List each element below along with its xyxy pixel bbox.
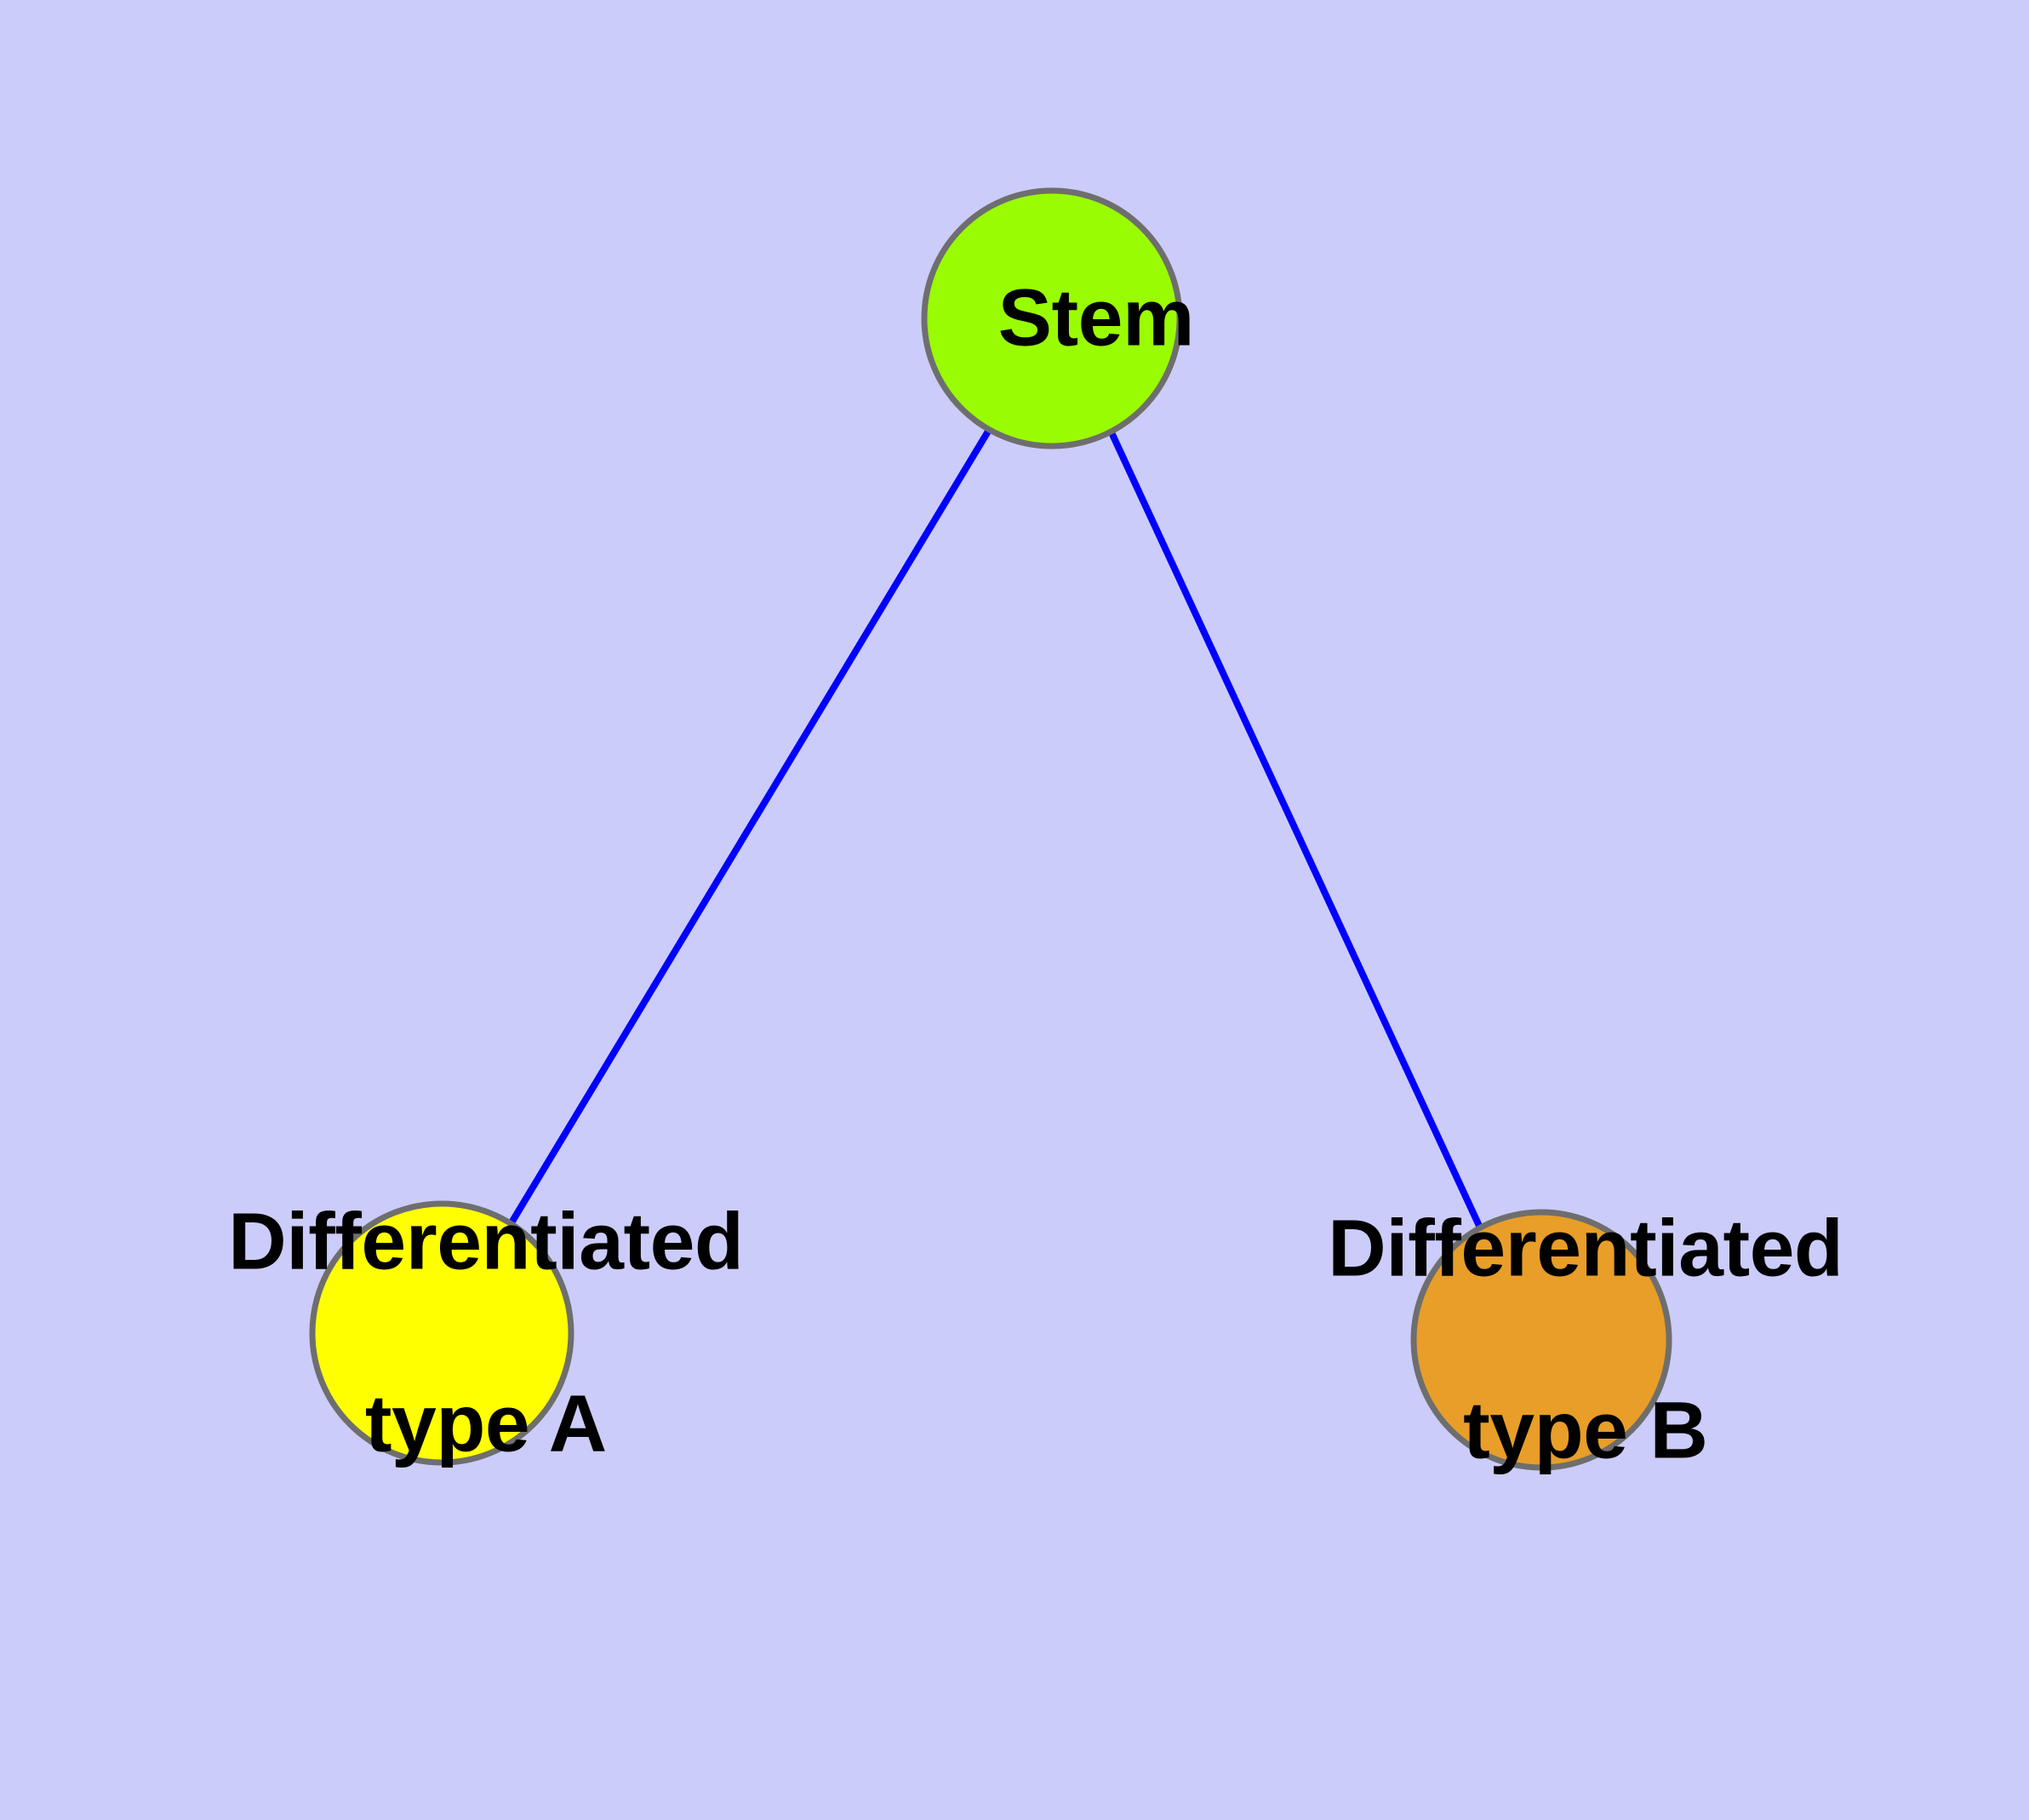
edge-layer xyxy=(507,427,1483,1228)
node-differentiated-type-a-circle[interactable] xyxy=(309,1200,574,1466)
node-layer xyxy=(309,187,1672,1471)
node-stem-circle[interactable] xyxy=(921,187,1183,449)
edge-stem-to-differentiated-type-b xyxy=(1107,429,1483,1228)
node-differentiated-type-b-circle[interactable] xyxy=(1410,1209,1672,1471)
edge-stem-to-differentiated-type-a xyxy=(507,427,992,1227)
